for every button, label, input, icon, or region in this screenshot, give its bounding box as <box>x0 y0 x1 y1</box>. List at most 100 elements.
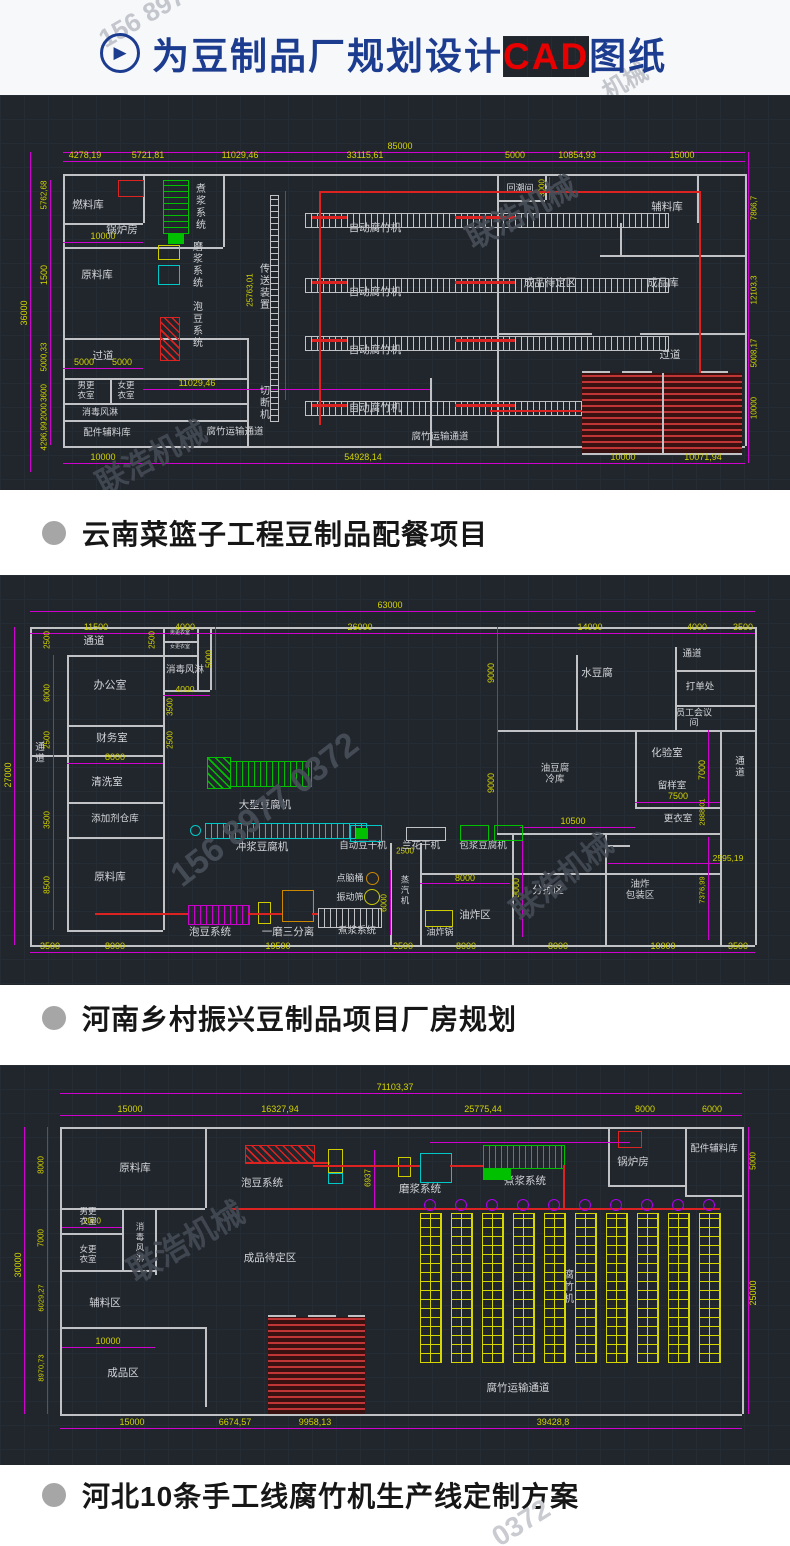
pipe-line <box>312 339 347 342</box>
caption-row-1: 云南菜篮子工程豆制品配餐项目 <box>0 490 790 575</box>
soaking-system <box>160 317 180 361</box>
yuba-machine <box>305 336 669 351</box>
room-label: 泡豆系统 <box>241 1176 283 1189</box>
watermark: 联浩机械 <box>121 1194 251 1290</box>
dimension-line <box>374 1150 375 1210</box>
pipe-line <box>699 191 701 425</box>
dimension-label: 5000,33 <box>39 342 49 372</box>
wall <box>608 1185 685 1187</box>
room-label: 包浆豆腐机 <box>459 840 507 852</box>
equipment <box>548 1199 560 1211</box>
room-label: 成品待定区 <box>243 1251 297 1264</box>
caption-text: 云南菜篮子工程豆制品配餐项目 <box>82 518 489 550</box>
wall <box>605 845 630 847</box>
equipment <box>703 1199 715 1211</box>
dimension-label: 10000 <box>749 396 759 420</box>
wall <box>268 1315 296 1317</box>
dimension-label: 8000 <box>454 873 476 883</box>
wall <box>30 945 755 947</box>
wall <box>163 755 165 930</box>
room-label: 成品区 <box>107 1366 139 1379</box>
dimension-label: 1500 <box>39 264 49 286</box>
room-label: 男更 衣室 <box>77 380 95 400</box>
yuba-machine-line <box>606 1213 628 1363</box>
wall <box>163 690 210 692</box>
dimension-label: 5762,68 <box>39 180 49 210</box>
wall <box>497 174 499 446</box>
dimension-label: 8000 <box>104 941 126 951</box>
dimension-line <box>67 763 163 764</box>
dimension-line <box>60 1428 742 1429</box>
fryer <box>425 910 453 927</box>
dimension-label: 5000 <box>73 357 95 367</box>
cooking-system <box>163 180 189 234</box>
page-title: 为豆制品厂规划设计CAD图纸 <box>152 26 667 80</box>
dimension-label: 11029,46 <box>178 378 216 388</box>
dimension-line <box>24 1127 25 1414</box>
room-label: 辅料区 <box>89 1296 121 1309</box>
room-label: 原料库 <box>94 870 126 883</box>
room-label: 泡豆系统 <box>190 301 202 349</box>
room-label: 油炸 包装区 <box>625 879 655 901</box>
wall <box>420 873 720 875</box>
arrow-circle-icon: ▶ <box>100 33 140 73</box>
dimension-label: 36000 <box>19 300 29 326</box>
dimension-label: 8000 <box>547 941 569 951</box>
wall <box>745 174 747 446</box>
wall <box>210 627 212 690</box>
wall <box>635 807 720 809</box>
room-label: 通道 <box>33 741 44 765</box>
wall <box>60 1127 742 1129</box>
wall <box>67 930 163 932</box>
dimension-label: 4000 <box>686 622 708 632</box>
room-label: 过道 <box>659 348 681 361</box>
header-row: ▶ 为豆制品厂规划设计CAD图纸 <box>100 26 667 80</box>
dimension-label: 9958,13 <box>298 1417 332 1427</box>
wall <box>60 1270 155 1272</box>
equipment <box>579 1199 591 1211</box>
dimension-line <box>50 180 51 445</box>
dimension-label: 25000 <box>748 1280 758 1306</box>
room-label: 男更 衣室 <box>79 1206 97 1226</box>
dimension-label: 14000 <box>577 622 603 632</box>
dimension-label: 8000 <box>36 1156 46 1174</box>
wall <box>143 174 145 223</box>
pipe-line <box>95 913 188 915</box>
dimension-line <box>30 952 755 953</box>
watermark: 156 8977 0372 <box>163 724 366 895</box>
equipment <box>486 1199 498 1211</box>
pipe-line <box>563 1165 565 1208</box>
dimension-line <box>143 389 430 390</box>
wall <box>63 403 247 405</box>
wall <box>675 647 677 730</box>
dimension-label: 11500 <box>83 622 109 632</box>
dimension-line <box>608 863 720 864</box>
dimension-label: 6029,27 <box>36 1284 46 1312</box>
wall <box>122 1208 124 1270</box>
equipment <box>460 825 489 841</box>
room-label: 冲浆豆腐机 <box>235 840 289 853</box>
dimension-label: 10000 <box>95 1336 121 1346</box>
pipe-line <box>450 1165 483 1167</box>
transfer-device <box>270 195 279 422</box>
room-label: 女更衣室 <box>169 644 191 651</box>
room-label: 更衣室 <box>663 813 693 825</box>
dimension-line <box>60 1115 742 1116</box>
wall <box>247 338 249 446</box>
wall <box>205 1327 207 1407</box>
dimension-line <box>420 883 510 884</box>
yuba-machine <box>305 213 669 228</box>
wall <box>685 1127 687 1195</box>
room-label: 过道 <box>92 349 114 362</box>
drying-room-2 <box>663 373 742 453</box>
pipe-line <box>248 913 282 915</box>
dimension-line <box>497 730 498 833</box>
room-label: 水豆腐 <box>581 666 613 679</box>
wall <box>576 655 578 730</box>
wall <box>67 725 163 727</box>
room-label: 通道 <box>682 648 702 660</box>
equipment <box>455 1199 467 1211</box>
room-label: 通道 <box>83 634 105 647</box>
